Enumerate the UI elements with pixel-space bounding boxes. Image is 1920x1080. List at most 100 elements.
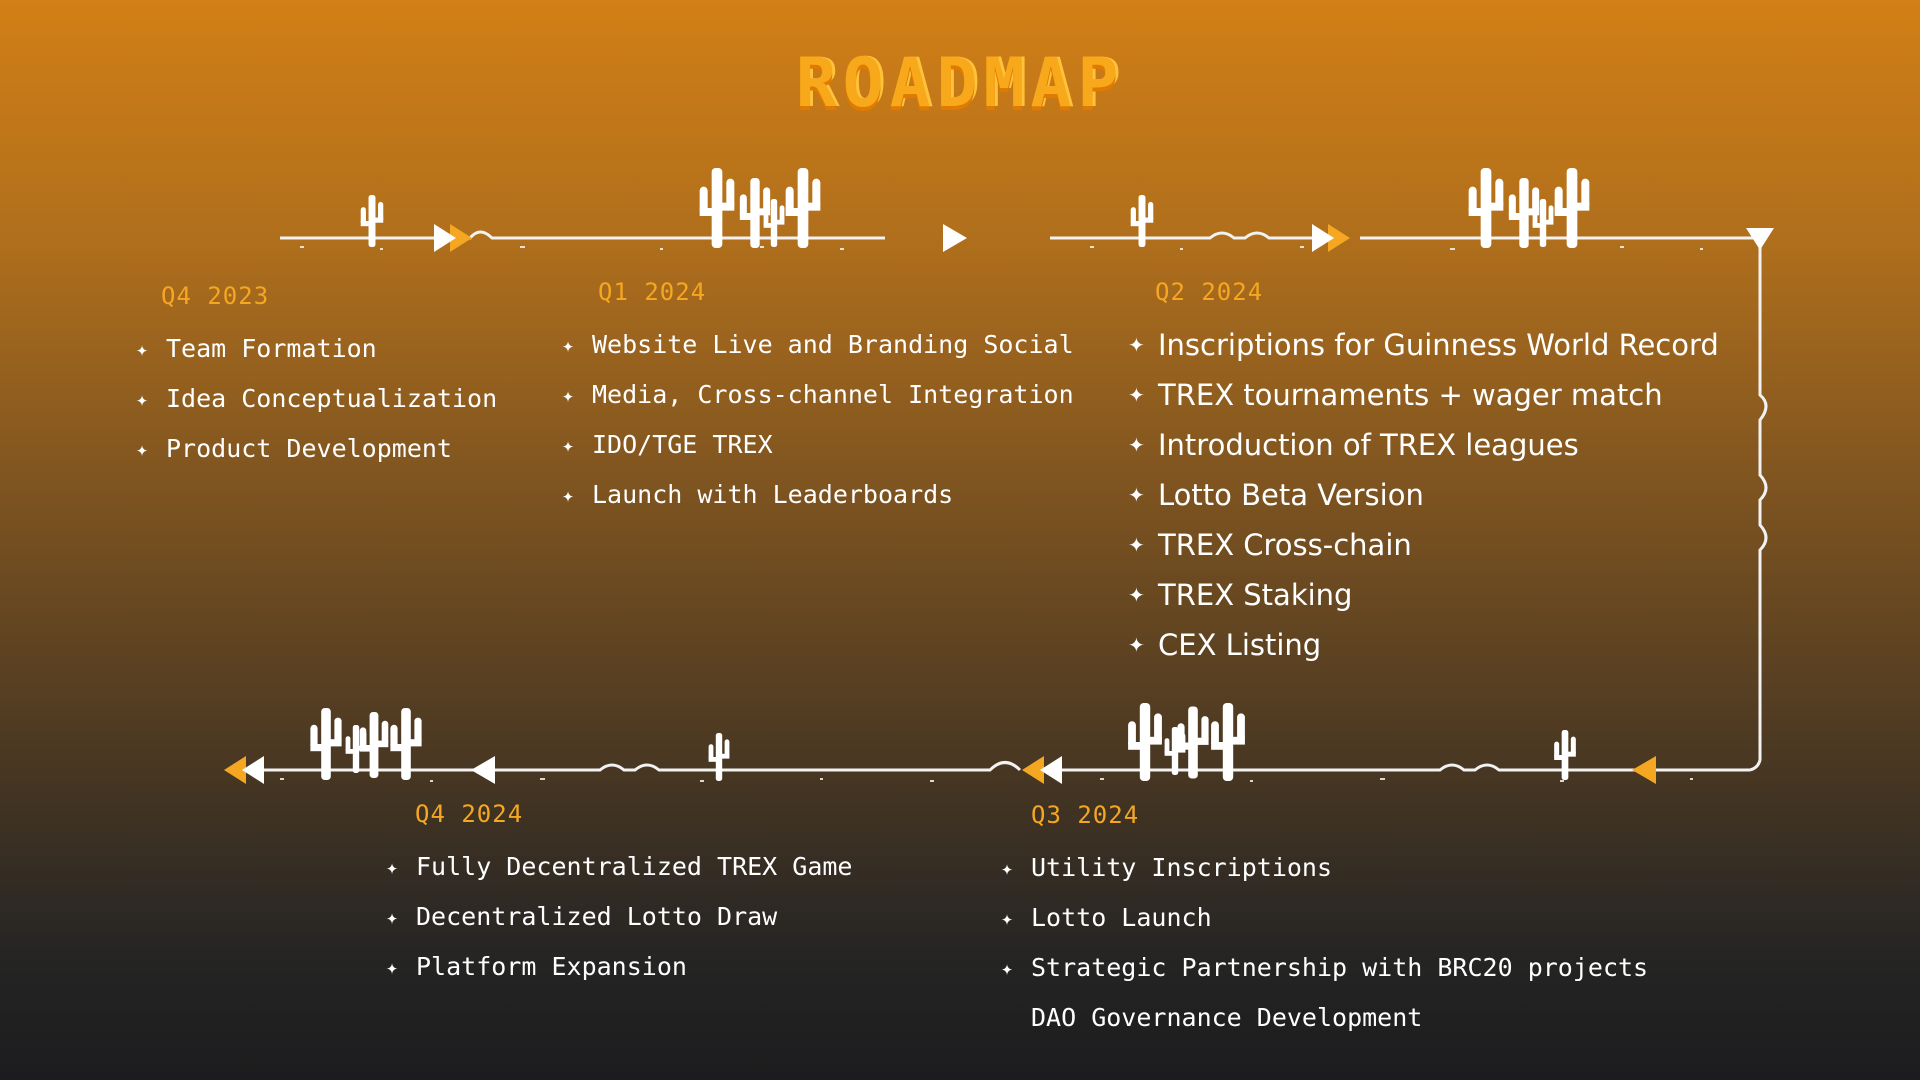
roadmap-item-text: Utility Inscriptions [1031, 853, 1333, 882]
star-bullet-icon: ✦ [1128, 533, 1145, 557]
play-arrow-icon [943, 224, 967, 252]
rewind-arrow-icon [1022, 756, 1062, 784]
roadmap-item: ✦ Team Formation [136, 324, 497, 374]
roadmap-item: ✦ Strategic Partnership with BRC20 projec… [1001, 943, 1648, 993]
roadmap-item: ✦ Fully Decentralized TREX Game [386, 842, 853, 892]
roadmap-item-text: Lotto Beta Version [1158, 478, 1424, 512]
cactus-icon [359, 712, 389, 778]
star-bullet-icon: ✦ [1128, 633, 1145, 657]
quarter-items: ✦Team Formation ✦Idea Conceptualization … [136, 324, 497, 474]
star-bullet-icon: ✦ [386, 855, 399, 879]
quarter-label: Q4 2023 [161, 282, 270, 310]
roadmap-item-text: Decentralized Lotto Draw [416, 902, 778, 931]
star-bullet-icon: ✦ [1128, 333, 1145, 357]
roadmap-item: ✦ Launch with Leaderboards [562, 470, 1074, 520]
roadmap-item-text: TREX tournaments + wager match [1158, 378, 1663, 412]
roadmap-item: ✦ Inscriptions for Guinness World Record [1128, 320, 1719, 370]
rewind-arrow-icon [1632, 756, 1656, 784]
star-bullet-icon: ✦ [386, 905, 399, 929]
cactus-icon [1554, 168, 1590, 248]
upper-track-line [280, 230, 1760, 240]
right-track-line [1749, 240, 1768, 772]
roadmap-item-text: Inscriptions for Guinness World Record [1158, 328, 1719, 362]
roadmap-item: ✦DAO Governance Development [1001, 993, 1648, 1043]
quarter-q2-2024: Q2 2024 ✦ Inscriptions for Guinness World… [1128, 278, 1719, 670]
star-bullet-icon: ✦ [136, 387, 149, 411]
cactus-icon [785, 168, 821, 248]
roadmap-item-text: Fully Decentralized TREX Game [416, 852, 853, 881]
roadmap-item-text: Product Development [166, 434, 452, 463]
roadmap-item: ✦ IDO/TGE TREX [562, 420, 1074, 470]
quarter-items: ✦ Utility Inscriptions ✦ Lotto Launch ✦ Str… [1001, 843, 1648, 1043]
star-bullet-icon: ✦ [1001, 956, 1014, 980]
roadmap-item: ✦ Media, Cross-channel Integration [562, 370, 1074, 420]
roadmap-item-text: TREX Cross-chain [1158, 528, 1412, 562]
cactus-icon [1554, 730, 1576, 780]
star-bullet-icon: ✦ [562, 433, 575, 457]
roadmap-item-text: Strategic Partnership with BRC20 project… [1031, 953, 1649, 982]
cactus-icon [708, 733, 730, 781]
cactus-icon [699, 168, 735, 248]
play-arrow-icon [1312, 224, 1350, 252]
roadmap-item: ✦ Website Live and Branding Social [562, 320, 1074, 370]
star-bullet-icon: ✦ [562, 483, 575, 507]
roadmap-item-text: Media, Cross-channel Integration [592, 380, 1074, 409]
star-bullet-icon: ✦ [562, 333, 575, 357]
roadmap-item: ✦ Idea Conceptualization [136, 374, 497, 424]
upper-track-dust [300, 246, 1703, 250]
star-bullet-icon: ✦ [386, 955, 399, 979]
roadmap-item-text: Team Formation [166, 334, 377, 363]
quarter-label: Q3 2024 [1031, 801, 1140, 829]
star-bullet-icon: ✦ [1128, 433, 1145, 457]
rewind-arrow-icon [224, 756, 264, 784]
play-arrow-icon [434, 224, 472, 252]
quarter-q4-2023: Q4 2023 ✦ Team Formation ✦ Idea Conceptual… [136, 282, 497, 474]
roadmap-item: ✦ Lotto Launch [1001, 893, 1648, 943]
roadmap-item: ✦ Platform Expansion [386, 942, 853, 992]
roadmap-item: ✦ Introduction of TREX leagues [1128, 420, 1719, 470]
roadmap-title: ROADMAP [795, 44, 1125, 123]
roadmap-item-text: Launch with Leaderboards [592, 480, 954, 509]
roadmap-item-text: Idea Conceptualization [166, 384, 498, 413]
roadmap-item-text: Platform Expansion [416, 952, 687, 981]
roadmap-item: ✦ Decentralized Lotto Draw [386, 892, 853, 942]
star-bullet-icon: ✦ [136, 337, 149, 361]
cactus-icon [1177, 706, 1209, 779]
star-bullet-icon: ✦ [1128, 483, 1145, 507]
roadmap-item: ✦ TREX tournaments + wager match [1128, 370, 1719, 420]
star-bullet-icon: ✦ [1001, 856, 1014, 880]
star-bullet-icon: ✦ [1128, 583, 1145, 607]
roadmap-item: ✦ Lotto Beta Version [1128, 470, 1719, 520]
corner-arrow-icon [1746, 228, 1774, 250]
roadmap-item: ✦ Utility Inscriptions [1001, 843, 1648, 893]
roadmap-item: ✦ TREX Cross-chain [1128, 520, 1719, 570]
quarter-q4-2024: Q4 2024 ✦ Fully Decentralized TREX Game ✦… [386, 800, 853, 992]
roadmap-item-text: IDO/TGE TREX [592, 430, 773, 459]
roadmap-item: ✦ CEX Listing [1128, 620, 1719, 670]
roadmap-item-text: Website Live and Branding Social [592, 330, 1074, 359]
lower-track-dust [280, 778, 1693, 782]
quarter-items: ✦ Website Live and Branding Social ✦ Media… [562, 320, 1074, 520]
star-bullet-icon: ✦ [136, 437, 149, 461]
roadmap-item: ✦ TREX Staking [1128, 570, 1719, 620]
rewind-arrow-icon [471, 756, 495, 784]
star-bullet-icon: ✦ [1128, 383, 1145, 407]
roadmap-item-text: CEX Listing [1158, 628, 1322, 662]
quarter-label: Q2 2024 [1155, 278, 1264, 306]
quarter-label: Q1 2024 [598, 278, 707, 306]
roadmap-item-text: Lotto Launch [1031, 903, 1212, 932]
quarter-q3-2024: Q3 2024 ✦ Utility Inscriptions ✦ Lotto Lau… [1001, 801, 1648, 1043]
quarter-q1-2024: Q1 2024 ✦ Website Live and Branding Socia… [562, 278, 1074, 520]
star-bullet-icon: ✦ [562, 383, 575, 407]
lower-track-line [260, 761, 1750, 772]
quarter-items: ✦Inscriptions for Guinness World Record … [1128, 320, 1719, 670]
roadmap-item-text: TREX Staking [1158, 578, 1353, 612]
roadmap-item-text: DAO Governance Development [1031, 1003, 1423, 1032]
roadmap-item: ✦ Product Development [136, 424, 497, 474]
quarter-items: ✦ Fully Decentralized TREX Game ✦ Decentra… [386, 842, 853, 992]
quarter-label: Q4 2024 [415, 800, 524, 828]
roadmap-item-text: Introduction of TREX leagues [1158, 428, 1579, 462]
cactus-icon [1468, 168, 1504, 248]
star-bullet-icon: ✦ [1001, 906, 1014, 930]
